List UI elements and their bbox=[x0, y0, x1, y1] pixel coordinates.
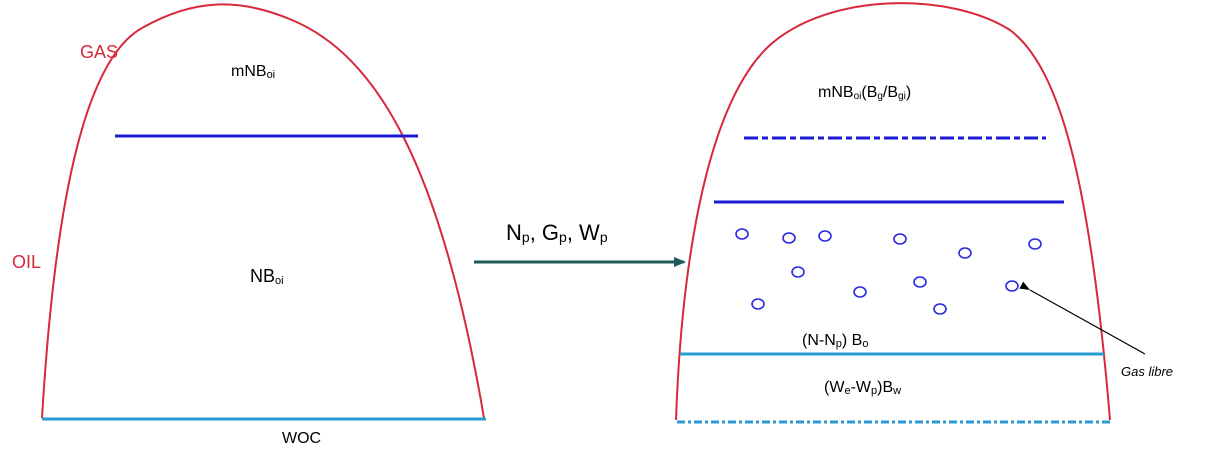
gas-bubble bbox=[913, 276, 927, 288]
formula-term: ) bbox=[906, 84, 911, 101]
current-reservoir: mNBoi(Bg/Bgi) (N-Np) Bo (We-Wp)Bw Gas li… bbox=[675, 2, 1173, 424]
right-gas-cap-volume: mNBoi(Bg/Bgi) bbox=[818, 84, 911, 102]
formula-subscript: e bbox=[844, 385, 850, 397]
formula-subscript: o bbox=[862, 338, 868, 350]
gas-bubble bbox=[1028, 238, 1042, 250]
formula-term: )B bbox=[877, 379, 893, 396]
free-gas-bubbles bbox=[735, 228, 1042, 315]
production-arrow: Np, Gp, Wp bbox=[474, 220, 686, 267]
formula-term: mNB bbox=[818, 84, 854, 101]
formula-subscript: g bbox=[877, 91, 883, 102]
formula-subscript: w bbox=[892, 385, 901, 397]
right-oil-zone-volume: (N-Np) Bo bbox=[802, 332, 868, 350]
initial-reservoir: GAS OIL mNBoi NBoi WOC bbox=[12, 3, 486, 447]
gas-bubble bbox=[933, 303, 947, 315]
woc-label: WOC bbox=[282, 430, 321, 447]
formula-term: , G bbox=[530, 220, 559, 245]
gas-bubble bbox=[735, 228, 749, 240]
gas-bubble bbox=[893, 233, 907, 245]
formula-subscript: p bbox=[871, 385, 877, 397]
production-label: Np, Gp, Wp bbox=[506, 220, 608, 245]
left-oil-zone-volume: NBoi bbox=[250, 266, 284, 287]
gas-bubble bbox=[853, 286, 867, 298]
formula-subscript: p bbox=[836, 338, 842, 350]
gas-label: GAS bbox=[80, 42, 118, 62]
formula-term: ) B bbox=[842, 332, 862, 349]
formula-subscript: gi bbox=[898, 91, 906, 102]
gas-bubble bbox=[1005, 280, 1019, 292]
free-gas-pointer bbox=[1019, 281, 1146, 355]
left-reservoir-dome bbox=[41, 3, 485, 419]
gas-bubble bbox=[782, 232, 796, 244]
gas-bubble bbox=[958, 247, 972, 259]
formula-term: (N-N bbox=[802, 332, 836, 349]
formula-subscript: p bbox=[559, 229, 567, 245]
formula-term: , W bbox=[567, 220, 600, 245]
gas-bubble bbox=[818, 230, 832, 242]
gas-bubble bbox=[751, 298, 765, 310]
right-reservoir-dome bbox=[675, 2, 1111, 421]
formula-term: (B bbox=[861, 84, 877, 101]
gas-bubble bbox=[791, 266, 805, 278]
formula-subscript: p bbox=[522, 229, 530, 245]
formula-term: /B bbox=[883, 84, 898, 101]
formula-term: N bbox=[506, 220, 522, 245]
formula-subscript: p bbox=[600, 229, 608, 245]
free-gas-label: Gas libre bbox=[1121, 364, 1173, 379]
formula-term: -W bbox=[851, 379, 872, 396]
oil-label: OIL bbox=[12, 252, 41, 272]
formula-term: (W bbox=[824, 379, 845, 396]
formula-subscript: oi bbox=[854, 91, 862, 102]
left-gas-cap-volume: mNBoi bbox=[231, 63, 275, 81]
right-water-zone-volume: (We-Wp)Bw bbox=[824, 379, 901, 397]
